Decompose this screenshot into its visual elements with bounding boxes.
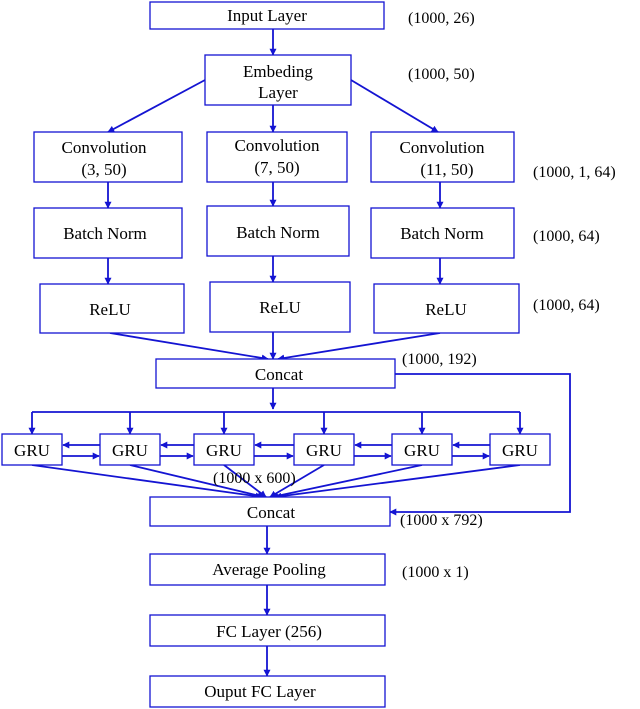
arrow-gru5-concat2 — [271, 464, 423, 500]
embedding-label-line1: Embeding — [243, 62, 313, 81]
arrow-embed-conv3 — [350, 79, 439, 133]
input-layer-node: Input Layer — [149, 1, 385, 30]
gru4-node: GRU — [293, 433, 355, 466]
dim-input: (1000, 26) — [408, 10, 475, 27]
gru4-label: GRU — [306, 441, 342, 460]
batchnorm3-label: Batch Norm — [400, 224, 484, 243]
conv2-label-line1: Convolution — [234, 136, 320, 155]
dim-concat1: (1000, 192) — [402, 351, 477, 368]
dim-gru: (1000 x 600) — [213, 470, 296, 487]
gru6-label: GRU — [502, 441, 538, 460]
conv3-label-line1: Convolution — [399, 138, 485, 157]
input-layer-label: Input Layer — [227, 6, 307, 25]
avgpool-label: Average Pooling — [212, 560, 326, 579]
dim-conv: (1000, 1, 64) — [533, 164, 616, 181]
relu1-label: ReLU — [89, 300, 131, 319]
conv1-label-line1: Convolution — [61, 138, 147, 157]
batchnorm1-label: Batch Norm — [63, 224, 147, 243]
gru5-node: GRU — [391, 433, 453, 466]
dim-relu: (1000, 64) — [533, 297, 600, 314]
concat2-node: Concat — [149, 496, 391, 527]
embedding-label-line2: Layer — [258, 83, 298, 102]
embedding-layer-node: Embeding Layer — [204, 54, 352, 106]
arrow-gru6-concat2 — [274, 464, 521, 500]
arrow-relu3-concat — [277, 332, 441, 362]
gru6-node: GRU — [489, 433, 551, 466]
output-label: Ouput FC Layer — [204, 682, 316, 701]
gru2-label: GRU — [112, 441, 148, 460]
dim-embed: (1000, 50) — [408, 66, 475, 83]
batchnorm2-label: Batch Norm — [236, 223, 320, 242]
arrow-gru4-concat2 — [269, 464, 325, 498]
fc-label: FC Layer (256) — [216, 622, 322, 641]
concat2-label: Concat — [247, 503, 295, 522]
batchnorm1-node: Batch Norm — [33, 207, 183, 259]
conv1-label-line2: (3, 50) — [81, 160, 126, 179]
dim-concat2: (1000 x 792) — [400, 512, 483, 529]
skip-connection — [389, 373, 571, 516]
arrow-relu1-concat — [109, 332, 269, 362]
conv2-label-line2: (7, 50) — [254, 158, 299, 177]
dimension-annotations: (1000, 26) (1000, 50) (1000, 1, 64) (100… — [213, 10, 616, 581]
arrow-gru1-concat2 — [31, 464, 263, 500]
dim-avgpool: (1000 x 1) — [402, 564, 469, 581]
gru2-node: GRU — [99, 433, 161, 466]
dim-batchnorm: (1000, 64) — [533, 228, 600, 245]
concat1-node: Concat — [155, 358, 396, 389]
batchnorm3-node: Batch Norm — [370, 207, 515, 259]
gru5-label: GRU — [404, 441, 440, 460]
concat1-label: Concat — [255, 365, 303, 384]
gru3-node: GRU — [193, 433, 255, 466]
relu3-label: ReLU — [425, 300, 467, 319]
conv1-node: Convolution (3, 50) — [33, 131, 183, 183]
conv3-label-line2: (11, 50) — [420, 160, 473, 179]
gru3-label: GRU — [206, 441, 242, 460]
gru1-node: GRU — [1, 433, 63, 466]
batchnorm2-node: Batch Norm — [206, 205, 350, 257]
relu2-label: ReLU — [259, 298, 301, 317]
avgpool-node: Average Pooling — [149, 553, 386, 586]
output-node: Ouput FC Layer — [149, 675, 386, 708]
relu1-node: ReLU — [39, 283, 185, 334]
conv3-node: Convolution (11, 50) — [370, 131, 515, 183]
relu3-node: ReLU — [373, 283, 520, 334]
fc-node: FC Layer (256) — [149, 614, 386, 647]
arrow-gru2-concat2 — [129, 464, 265, 499]
arrow-gru3-concat2 — [223, 464, 267, 498]
gru1-label: GRU — [14, 441, 50, 460]
arrow-embed-conv1 — [107, 79, 206, 133]
connectors — [28, 29, 571, 677]
relu2-node: ReLU — [209, 281, 351, 333]
conv2-node: Convolution (7, 50) — [206, 131, 348, 183]
